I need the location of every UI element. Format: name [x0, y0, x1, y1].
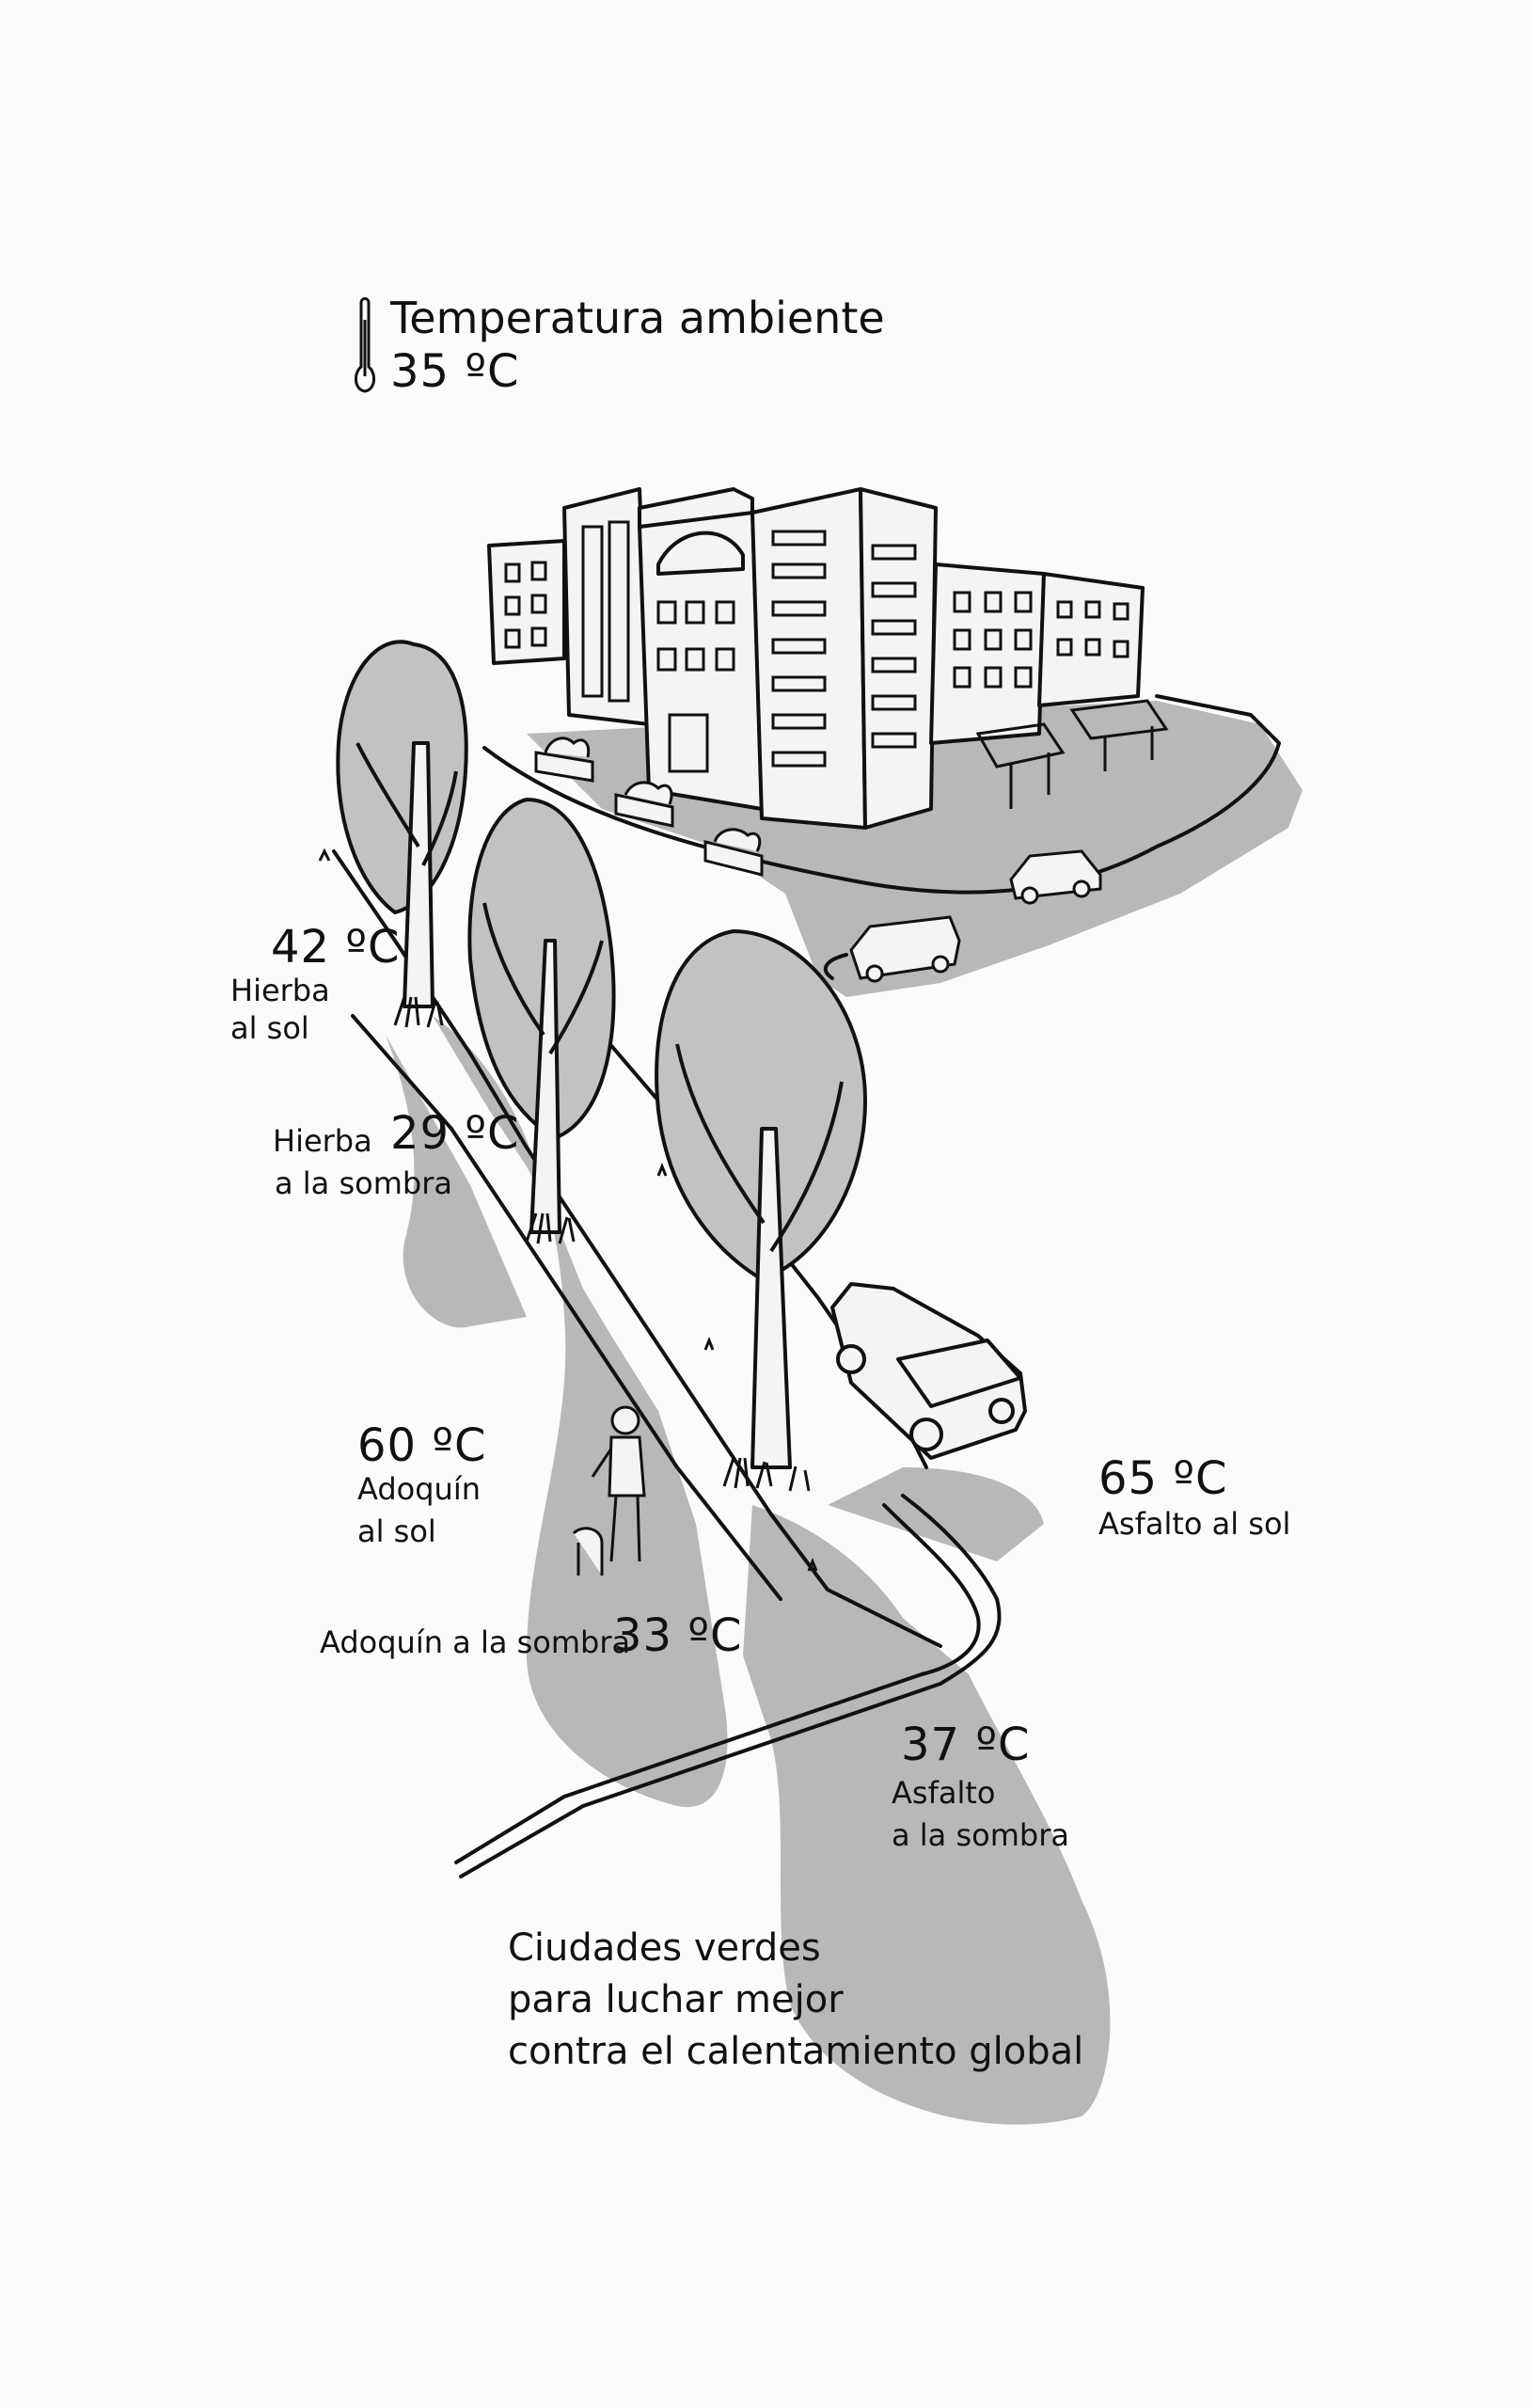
paving-shade-temperature: 33 ºC — [613, 1609, 743, 1662]
caption-line-3: contra el calentamiento global — [508, 2030, 1084, 2073]
road-curb-corner — [823, 953, 848, 980]
road-curb-line-far — [482, 694, 1281, 895]
main-road-curb — [459, 1494, 1002, 1878]
van-front — [830, 1282, 1027, 1460]
grass-sun-label-2: al sol — [230, 1010, 309, 1046]
asphalt-shade-label-2: a la sombra — [892, 1817, 1069, 1853]
main-road-curb-2 — [454, 1503, 981, 1864]
grass-sun-temperature: 42 ºC — [271, 921, 401, 974]
asphalt-sun-label: Asfalto al sol — [1098, 1506, 1291, 1542]
caption-line-2: para luchar mejor — [508, 1978, 844, 2021]
building-windows — [504, 520, 1169, 809]
tree-shade-right — [743, 1505, 1111, 2125]
tree-shade-left — [386, 1016, 728, 1808]
parked-cars — [849, 849, 1102, 983]
ambient-temperature-value: 35 ºC — [390, 345, 520, 398]
sidewalk-edge-left-2 — [351, 1014, 782, 1601]
asphalt-shade-temperature: 37 ºC — [901, 1719, 1031, 1771]
paving-shade-label: Adoquín a la sombra — [320, 1624, 631, 1660]
apartment-buildings — [487, 487, 1145, 830]
grass-shade-temperature: 29 ºC — [390, 1107, 520, 1160]
asphalt-sun-temperature: 65 ºC — [1098, 1452, 1228, 1505]
asphalt-shade-label-1: Asfalto — [892, 1775, 996, 1811]
grass-shade-label-1: Hierba — [273, 1123, 372, 1159]
planters — [534, 737, 764, 877]
walker-with-dog — [572, 1405, 646, 1576]
grass-sun-label-1: Hierba — [230, 973, 330, 1008]
paving-sun-label-1: Adoquín — [357, 1471, 481, 1507]
tree-shade-asphalt — [828, 1467, 1044, 1561]
caption-line-1: Ciudades verdes — [508, 1926, 821, 1970]
paving-sun-temperature: 60 ºC — [357, 1419, 487, 1472]
ambient-temperature-title: Temperatura ambiente — [390, 293, 885, 343]
grass-tufts — [318, 848, 818, 1572]
grass-shade-label-2: a la sombra — [275, 1165, 452, 1201]
thermometer-icon — [355, 297, 375, 393]
trees — [336, 640, 867, 1469]
paving-sun-label-2: al sol — [357, 1513, 436, 1549]
